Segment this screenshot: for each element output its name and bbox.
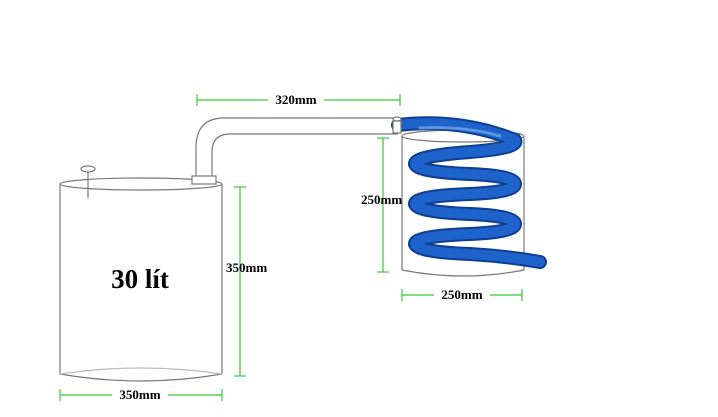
tank-height-dimension (234, 186, 246, 377)
tank-bottom-back (59, 367, 223, 375)
condenser-vessel (401, 129, 525, 277)
pipe-length-label: 320mm (275, 92, 316, 107)
coil-highlight (418, 126, 502, 138)
tank-width-label-bg (112, 387, 168, 403)
tank-volume-label: 30 lít (111, 264, 169, 294)
connecting-pipe (195, 117, 398, 176)
boiler-tank (59, 177, 223, 382)
pipe-collar (191, 175, 217, 185)
pipe-inner-edge (211, 133, 398, 176)
pipe-outer-edge (195, 117, 398, 176)
tank-valve (80, 165, 96, 198)
condenser-height-label: 250mm (361, 192, 402, 207)
coil-inlet-fitting (392, 116, 402, 134)
tank-width-label: 350mm (119, 387, 160, 402)
tank-bottom (59, 373, 223, 382)
tank-height-label: 350mm (226, 260, 267, 275)
condenser-height-dimension (377, 137, 389, 273)
condenser-width-label: 250mm (441, 287, 482, 302)
coil-body (393, 118, 545, 267)
pipe-length-label-bg (268, 92, 324, 108)
condenser-bottom (401, 269, 525, 277)
condenser-width-label-bg (434, 287, 490, 303)
cooling-coil (391, 116, 547, 269)
